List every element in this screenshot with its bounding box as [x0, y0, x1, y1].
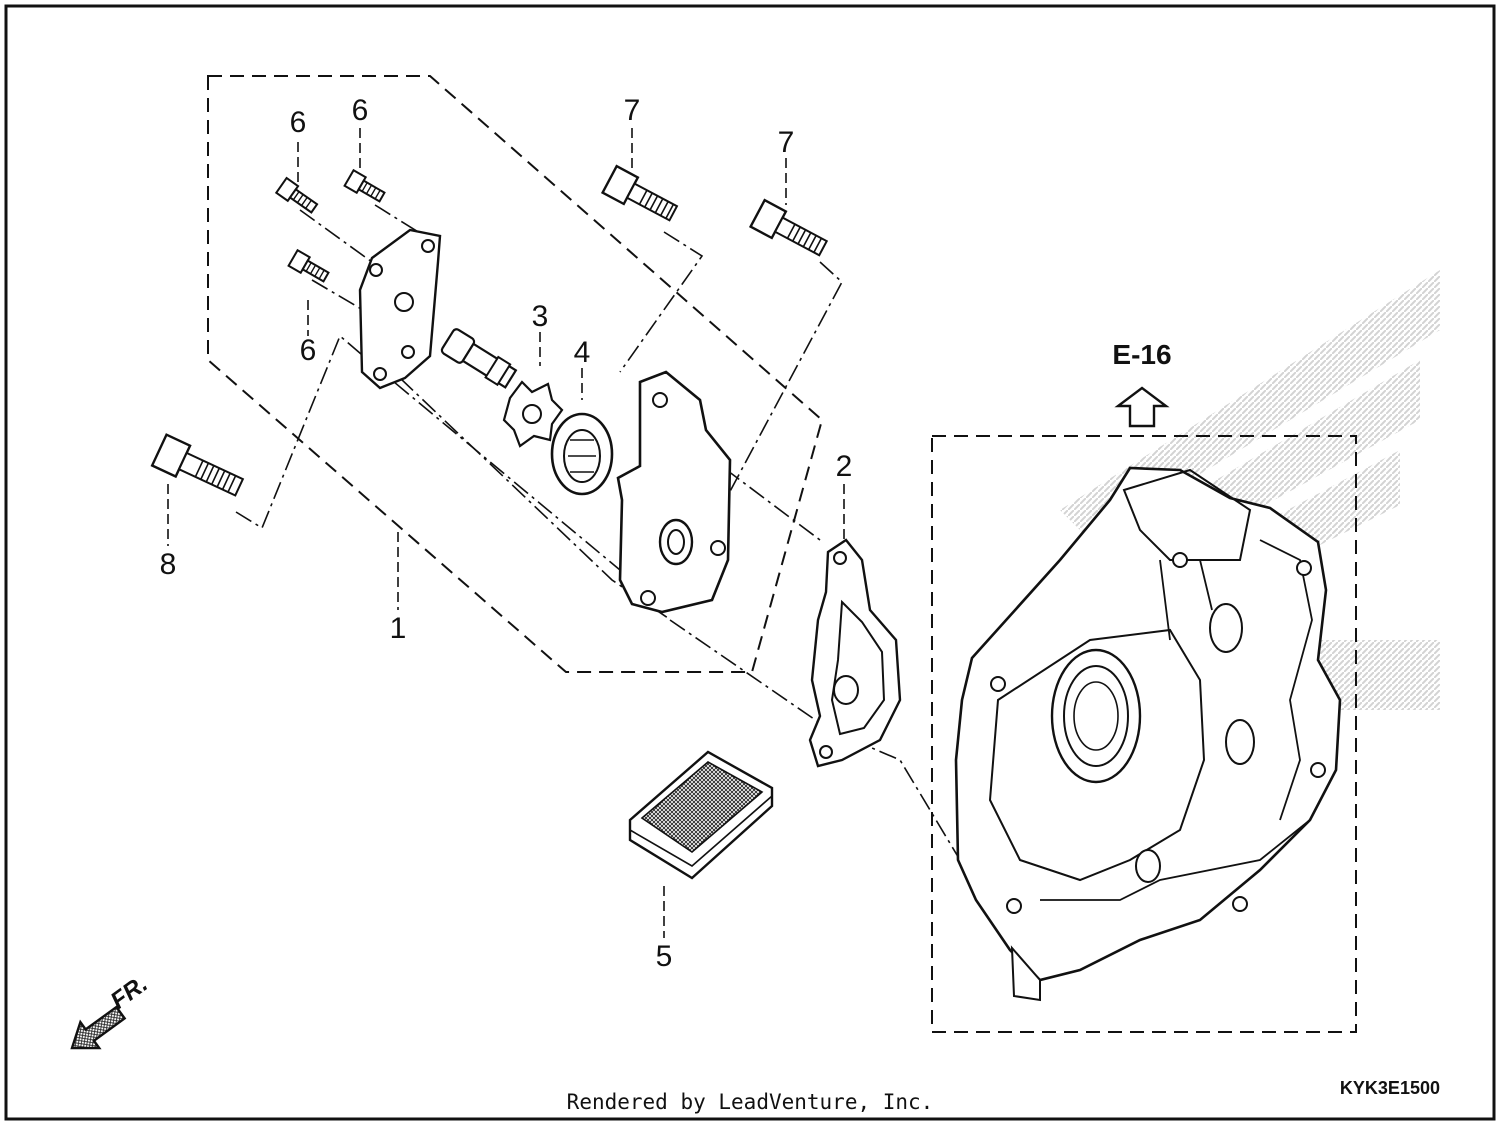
callout-7-right: 7 [778, 126, 795, 159]
assembly-group-outline [207, 75, 824, 673]
inner-rotor [502, 380, 564, 448]
callout-6-top-left: 6 [290, 106, 307, 139]
diagram-border [4, 4, 1496, 1121]
crankcase [954, 466, 1342, 1002]
callout-2: 2 [836, 450, 853, 483]
footer-credit: Rendered by LeadVenture, Inc. [566, 1090, 934, 1114]
callout-leaders [167, 128, 845, 938]
outer-rotor [550, 412, 614, 496]
pump-cover-plate [358, 228, 442, 390]
screw-6-upper-left [274, 176, 319, 214]
bolt-7-left [600, 164, 679, 222]
alignment-lines [235, 204, 967, 871]
diagram-code: KYK3E1500 [1340, 1078, 1440, 1098]
callout-3: 3 [532, 300, 549, 333]
callout-7-left: 7 [624, 94, 641, 127]
reference-label: E-16 [1112, 339, 1171, 370]
oil-strainer-screen [628, 750, 774, 880]
crankcase-group-outline [931, 435, 1357, 1033]
callout-6-lower: 6 [300, 334, 317, 367]
pump-body [616, 370, 732, 614]
callout-4: 4 [574, 336, 591, 369]
up-arrow-icon [1114, 386, 1170, 428]
callout-5: 5 [656, 940, 673, 973]
front-arrow-icon [70, 1005, 127, 1050]
front-direction-label: FR. [106, 970, 153, 1015]
screw-6-upper-right [343, 168, 386, 203]
callout-1: 1 [390, 612, 407, 645]
pump-shaft [440, 328, 518, 389]
callout-6-top-right: 6 [352, 94, 369, 127]
bolt-8 [150, 433, 245, 497]
gasket [808, 538, 902, 768]
callout-8: 8 [160, 548, 177, 581]
screw-6-lower [287, 248, 330, 283]
bolt-7-right [748, 198, 829, 257]
